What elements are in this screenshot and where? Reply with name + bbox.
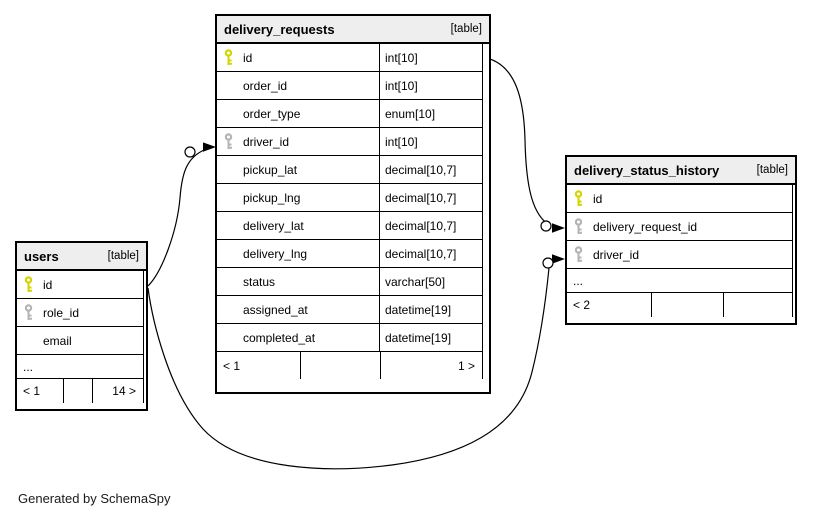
- table-type-badge: [table]: [756, 164, 788, 176]
- column-name: status: [243, 274, 276, 289]
- table-delivery-status-history[interactable]: delivery_status_history [table] id delive…: [565, 155, 797, 325]
- table-header[interactable]: delivery_status_history [table]: [567, 157, 795, 185]
- table-title[interactable]: delivery_requests: [224, 21, 335, 37]
- column-name: pickup_lng: [243, 190, 301, 205]
- column-type: varchar[50]: [379, 268, 482, 295]
- cardinality-circle-history-driver-id: [542, 257, 554, 269]
- column-name: order_type: [243, 106, 301, 121]
- arrowhead-delivery-requests-driver-id: [203, 142, 216, 152]
- column-row-pickup_lng: pickup_lng decimal[10,7]: [217, 184, 482, 212]
- cardinality-circle-history-delivery-request-id: [540, 220, 552, 232]
- column-type: datetime[19]: [379, 324, 482, 351]
- table-title[interactable]: delivery_status_history: [574, 162, 720, 178]
- parent-count: < 1: [223, 358, 241, 373]
- column-type: int[10]: [379, 44, 482, 71]
- column-row-assigned_at: assigned_at datetime[19]: [217, 296, 482, 324]
- column-name: delivery_request_id: [593, 219, 698, 234]
- column-row-delivery_lat: delivery_lat decimal[10,7]: [217, 212, 482, 240]
- footer-spacer: [300, 352, 380, 379]
- column-name: assigned_at: [243, 302, 308, 317]
- more-columns-indicator: ...: [17, 355, 144, 379]
- column-name: driver_id: [593, 247, 640, 262]
- column-name: delivery_lat: [243, 218, 304, 233]
- table-type-badge: [table]: [107, 250, 139, 262]
- column-row-status: status varchar[50]: [217, 268, 482, 296]
- table-header[interactable]: users [table]: [17, 243, 146, 271]
- table-header[interactable]: delivery_requests [table]: [217, 16, 489, 44]
- column-row-delivery_request_id: delivery_request_id: [567, 213, 792, 241]
- arrowhead-history-delivery-request-id: [552, 223, 565, 233]
- column-row-driver_id: driver_id int[10]: [217, 128, 482, 156]
- child-count: [723, 293, 792, 317]
- foreign-key-icon: [573, 218, 585, 235]
- column-type: int[10]: [379, 128, 482, 155]
- column-type: enum[10]: [379, 100, 482, 127]
- generated-by-note: Generated by SchemaSpy: [18, 491, 171, 506]
- table-type-badge: [table]: [450, 23, 482, 35]
- relationship-curve-users-to-delivery-requests: [147, 149, 205, 287]
- column-row-delivery_lng: delivery_lng decimal[10,7]: [217, 240, 482, 268]
- column-name: pickup_lat: [243, 162, 298, 177]
- column-name: email: [43, 333, 72, 348]
- column-name: completed_at: [243, 330, 316, 345]
- column-row-completed_at: completed_at datetime[19]: [217, 324, 482, 352]
- table-footer: < 2: [567, 293, 793, 317]
- column-name: order_id: [243, 78, 288, 93]
- column-list: id int[10] order_id int[10] order_type enum[1…: [217, 44, 483, 352]
- column-row-driver_id: driver_id: [567, 241, 792, 269]
- column-name: id: [593, 191, 603, 206]
- child-count: 14 >: [92, 379, 143, 403]
- parent-count: < 1: [23, 384, 41, 398]
- column-name: id: [243, 50, 253, 65]
- relationship-curve-users-to-history: [147, 260, 554, 470]
- table-footer: < 1 1 >: [217, 352, 483, 379]
- column-type: datetime[19]: [379, 296, 482, 323]
- footer-spacer: [651, 293, 723, 317]
- column-row-id: id: [567, 185, 792, 213]
- arrowhead-history-driver-id: [552, 254, 565, 264]
- column-type: decimal[10,7]: [379, 212, 482, 239]
- parent-count: < 2: [573, 298, 591, 312]
- foreign-key-icon: [23, 304, 35, 321]
- column-row-order_type: order_type enum[10]: [217, 100, 482, 128]
- table-title[interactable]: users: [24, 248, 59, 264]
- column-list: id delivery_request_id driver_id: [567, 185, 793, 269]
- foreign-key-icon: [573, 246, 585, 263]
- column-type: decimal[10,7]: [379, 240, 482, 267]
- column-row-role_id: role_id: [17, 299, 143, 327]
- child-count: 1 >: [380, 352, 482, 379]
- relationship-curve-delivery-requests-to-history: [489, 58, 552, 227]
- column-row-email: email: [17, 327, 143, 355]
- primary-key-icon: [223, 49, 235, 66]
- column-type: decimal[10,7]: [379, 184, 482, 211]
- column-type: int[10]: [379, 72, 482, 99]
- column-name: driver_id: [243, 134, 290, 149]
- table-footer: < 1 14 >: [17, 379, 144, 403]
- column-row-pickup_lat: pickup_lat decimal[10,7]: [217, 156, 482, 184]
- primary-key-icon: [23, 276, 35, 293]
- column-name: id: [43, 277, 53, 292]
- column-name: role_id: [43, 305, 80, 320]
- column-type: decimal[10,7]: [379, 156, 482, 183]
- cardinality-circle-delivery-requests-driver-id: [184, 146, 196, 158]
- more-columns-indicator: ...: [567, 269, 793, 293]
- column-row-id: id int[10]: [217, 44, 482, 72]
- column-row-order_id: order_id int[10]: [217, 72, 482, 100]
- foreign-key-icon: [223, 133, 235, 150]
- column-name: delivery_lng: [243, 246, 308, 261]
- column-row-id: id: [17, 271, 143, 299]
- primary-key-icon: [573, 190, 585, 207]
- footer-spacer: [63, 379, 92, 403]
